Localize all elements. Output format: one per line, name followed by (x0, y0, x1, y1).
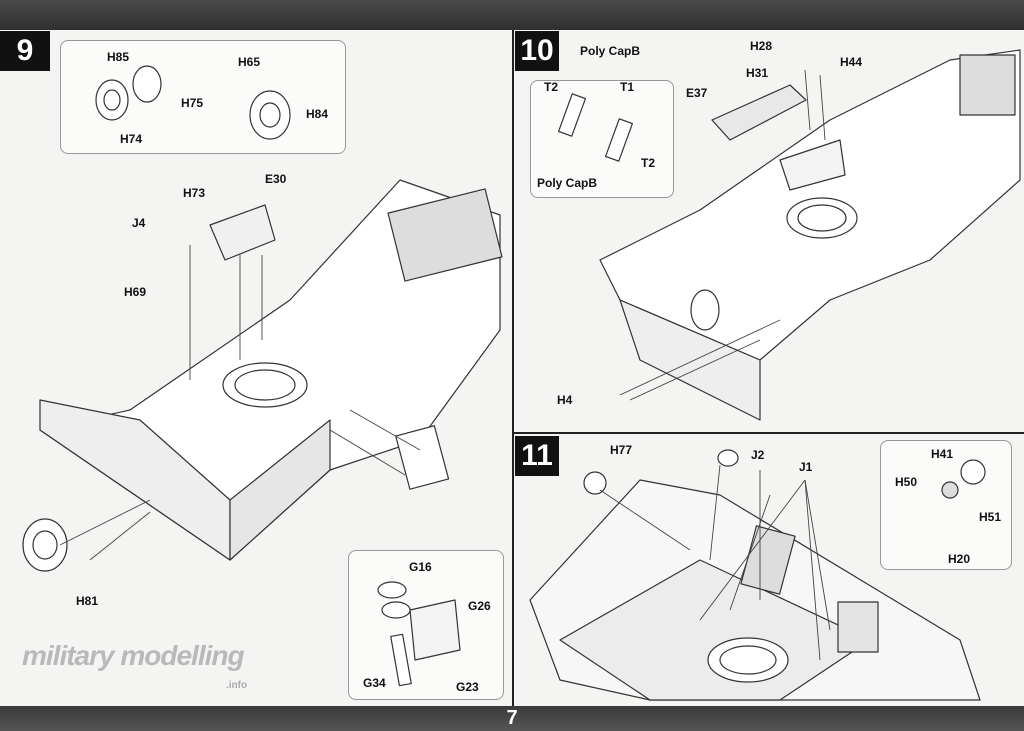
part-label: J1 (799, 460, 813, 474)
step9-hull-side (39, 399, 231, 561)
step9-hatch-part (209, 204, 276, 261)
step11-fitting-inset (880, 440, 1012, 570)
step10-hull-front (619, 299, 761, 421)
part-label: H69 (124, 285, 147, 299)
part-label: H84 (306, 107, 329, 121)
part-label: H77 (610, 443, 633, 457)
part-label: T1 (620, 80, 635, 94)
part-label: G16 (409, 560, 432, 574)
step9-hull-front (229, 419, 331, 561)
bottom-band (0, 706, 1024, 731)
part-label: G34 (363, 676, 386, 690)
horizontal-divider (514, 432, 1024, 434)
part-label: H50 (895, 475, 918, 489)
step10-track-links (711, 84, 807, 141)
step10-engine-grille (959, 54, 1016, 116)
part-label: H51 (979, 510, 1002, 524)
top-band (0, 0, 1024, 30)
step-11-number: 11 (515, 436, 559, 476)
step9-wheel-inset (60, 40, 346, 154)
step11-hull-floor (559, 559, 871, 701)
step9-engine-grille (387, 188, 503, 282)
part-label: H81 (76, 594, 99, 608)
part-label: H74 (120, 132, 143, 146)
part-label: H75 (181, 96, 204, 110)
part-label: J2 (751, 448, 765, 462)
part-label: H4 (557, 393, 573, 407)
step10-polycap-inset (530, 80, 674, 198)
part-label: H31 (746, 66, 769, 80)
step9-side-door (395, 425, 450, 490)
watermark-logo: military modelling (22, 640, 245, 671)
part-label: J4 (132, 216, 146, 230)
part-label: H20 (948, 552, 971, 566)
part-label: H28 (750, 39, 773, 53)
page-number: 7 (506, 707, 518, 729)
part-label: E37 (686, 86, 708, 100)
part-label: E30 (265, 172, 287, 186)
part-label: Poly CapB (580, 44, 641, 58)
part-label: H41 (931, 447, 954, 461)
part-label: H73 (183, 186, 206, 200)
part-label: H65 (238, 55, 261, 69)
vertical-divider (512, 30, 514, 706)
step-9-number: 9 (0, 31, 50, 71)
part-label: G23 (456, 680, 479, 694)
part-label: G26 (468, 599, 491, 613)
part-label: H85 (107, 50, 130, 64)
part-label: T2 (641, 156, 656, 170)
watermark-suffix: .info (226, 680, 248, 691)
part-label: Poly CapB (537, 176, 598, 190)
step-10-number: 10 (515, 31, 559, 71)
part-label: T2 (544, 80, 559, 94)
part-label: H44 (840, 55, 863, 69)
